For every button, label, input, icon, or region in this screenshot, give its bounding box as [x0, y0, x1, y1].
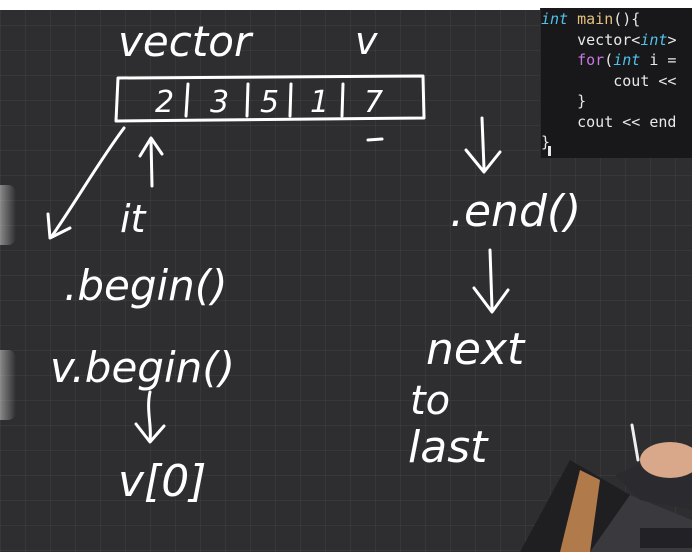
left-edge-highlight: [0, 185, 16, 245]
iterator-label: it: [120, 197, 148, 241]
code-token: (: [604, 51, 614, 69]
code-token: [568, 10, 577, 28]
code-token: }: [541, 133, 551, 151]
code-token: for: [541, 51, 605, 69]
code-token: }: [541, 92, 587, 110]
code-line: cout << end: [541, 113, 676, 131]
vector-divider: [340, 82, 345, 118]
vector-divider: [288, 82, 293, 118]
title-variable: v: [355, 19, 378, 63]
vector-divider: [245, 82, 250, 118]
code-editor-panel[interactable]: int main(){ vector<int> for(int i = cout…: [540, 8, 692, 158]
last-label: last: [408, 422, 489, 473]
down-arrow-left: [147, 390, 152, 442]
vector-element: 1: [310, 85, 329, 120]
code-token: >: [667, 30, 677, 49]
code-line: for(int i =: [541, 51, 676, 69]
code-token: main: [577, 10, 614, 28]
code-line: vector<int>: [541, 31, 676, 49]
vector-divider: [184, 82, 190, 118]
code-token: cout << end: [541, 112, 677, 131]
left-edge-highlight: [0, 350, 16, 420]
down-arrow-end: [480, 116, 486, 170]
presenter-laptop-overlay: [520, 423, 692, 552]
code-line: int main(){: [541, 10, 640, 28]
end-label: .end(): [450, 186, 581, 237]
code-line: }: [541, 133, 550, 151]
next-label: next: [426, 324, 526, 375]
keyboard: [640, 528, 692, 548]
down-arrow-end-head: [464, 148, 502, 174]
end-marker: [366, 137, 384, 142]
wooden-stand: [560, 470, 600, 552]
vector-element: 5: [260, 85, 279, 120]
down-arrow-left-head: [134, 422, 166, 444]
diagonal-arrow-head: [46, 212, 72, 240]
code-token: i =: [640, 51, 677, 69]
down-arrow-next: [488, 248, 494, 310]
code-token: int: [640, 30, 668, 49]
begin-label: .begin(): [64, 261, 228, 310]
text-cursor: [548, 146, 551, 156]
to-label: to: [410, 378, 450, 424]
index-label: v[0]: [118, 456, 206, 507]
code-token: int: [613, 51, 641, 69]
code-line: cout <<: [541, 72, 676, 90]
up-arrow: [149, 138, 154, 188]
down-arrow-next-head: [472, 286, 510, 314]
vector-element: 7: [364, 85, 383, 120]
code-line: }: [541, 92, 586, 110]
stylus: [630, 423, 640, 462]
hand: [640, 442, 692, 478]
v-begin-label: v.begin(): [50, 343, 235, 392]
code-token: int: [541, 10, 569, 28]
vector-element: 2: [155, 85, 174, 120]
up-arrow-head: [138, 136, 164, 158]
vector-box: [114, 74, 426, 123]
vector-element: 3: [210, 85, 229, 120]
top-bar: [0, 0, 692, 10]
code-token: (){: [613, 10, 641, 28]
code-token: vector<: [541, 30, 641, 49]
title-word: vector: [118, 17, 254, 66]
code-token: cout <<: [541, 71, 677, 90]
diagonal-arrow: [50, 126, 126, 238]
